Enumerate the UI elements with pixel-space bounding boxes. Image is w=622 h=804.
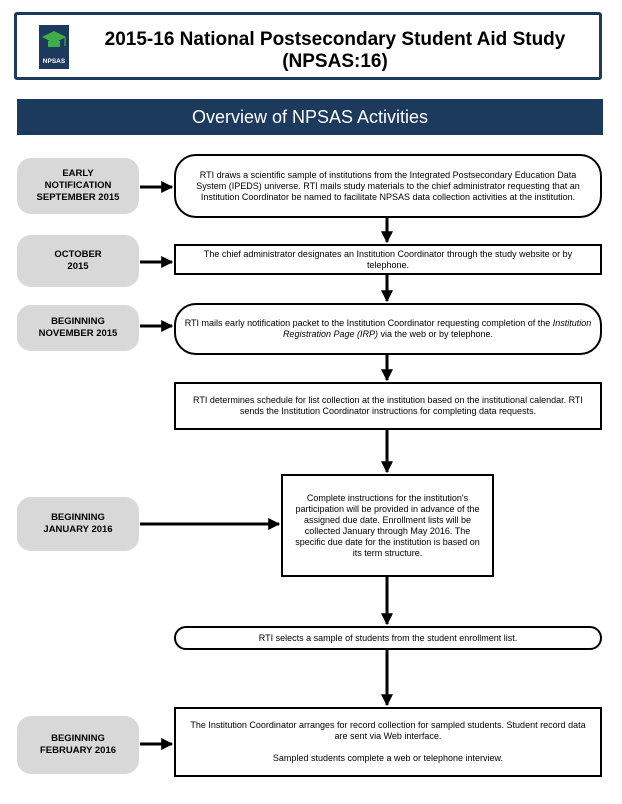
date-label-early-notification: EARLY NOTIFICATION SEPTEMBER 2015: [17, 158, 139, 214]
title-line-1: 2015-16 National Postsecondary Student A…: [104, 29, 566, 50]
step-7-text: The Institution Coordinator arranges for…: [184, 720, 592, 764]
step-3-text: RTI mails early notification packet to t…: [184, 318, 592, 340]
irp-link-text: Institution Registration Page (IRP): [282, 318, 592, 339]
header: NPSAS 2015-16 National Postsecondary Stu…: [14, 12, 602, 80]
step-7-record-collection: The Institution Coordinator arranges for…: [174, 707, 602, 777]
step-5-complete-instructions: Complete instructions for the institutio…: [281, 474, 494, 577]
section-banner: Overview of NPSAS Activities: [17, 99, 603, 135]
step-3-early-notification-packet: RTI mails early notification packet to t…: [174, 303, 602, 355]
step-1-text: RTI draws a scientific sample of institu…: [196, 169, 580, 202]
step-6-text: RTI selects a sample of students from th…: [258, 632, 518, 643]
step-4-list-collection-schedule: RTI determines schedule for list collect…: [174, 382, 602, 430]
graduation-cap-icon: NPSAS: [39, 25, 69, 69]
date-label-january: BEGINNING JANUARY 2016: [17, 497, 139, 551]
page-title: 2015-16 National Postsecondary Student A…: [77, 29, 593, 73]
logo-text: NPSAS: [43, 58, 66, 65]
title-line-2: (NPSAS:16): [282, 51, 388, 72]
step-4-text: RTI determines schedule for list collect…: [193, 395, 583, 416]
date-label-november: BEGINNING NOVEMBER 2015: [17, 305, 139, 351]
date-label-february: BEGINNING FEBRUARY 2016: [17, 716, 139, 774]
step-2-designate-coordinator: The chief administrator designates an In…: [174, 244, 602, 275]
step-3-text-before: RTI mails early notification packet to t…: [184, 318, 553, 328]
step-7-text-line-2: Sampled students complete a web or telep…: [272, 753, 504, 763]
date-label-october: OCTOBER 2015: [17, 235, 139, 287]
step-7-text-line-1: The Institution Coordinator arranges for…: [190, 720, 586, 741]
step-1-sample-institutions: RTI draws a scientific sample of institu…: [174, 154, 602, 218]
step-2-text: The chief administrator designates an In…: [203, 248, 573, 270]
step-3-text-after: via the web or by telephone.: [377, 329, 494, 339]
step-5-text: Complete instructions for the institutio…: [295, 492, 480, 558]
step-6-select-students: RTI selects a sample of students from th…: [174, 626, 602, 650]
